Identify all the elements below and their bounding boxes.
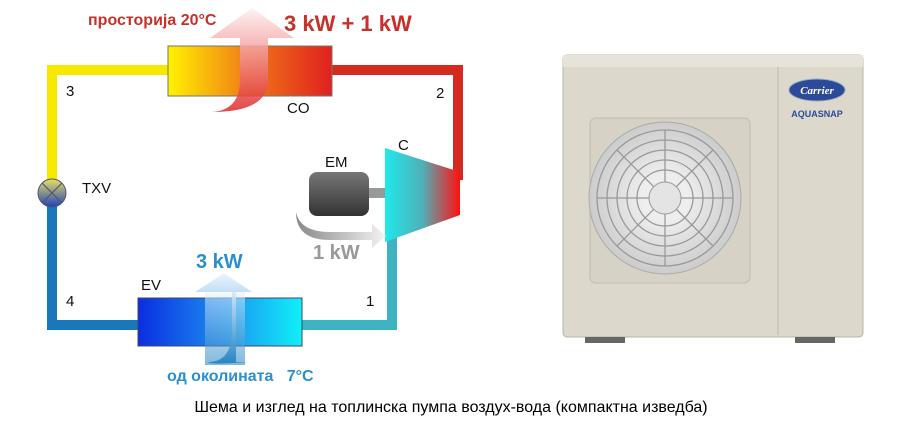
work-input-arrow — [296, 212, 386, 248]
label-point-4: 4 — [66, 293, 74, 310]
refrigerant-pipes — [47, 65, 463, 330]
brand-logo-text: Carrier — [800, 85, 834, 97]
product-logo-text: AQUASNAP — [791, 109, 843, 119]
label-c: C — [398, 137, 409, 154]
compressor-power: 1 kW — [313, 242, 360, 264]
electric-motor — [309, 172, 385, 216]
room-label: просторија 20°C — [88, 12, 217, 29]
label-point-3: 3 — [66, 83, 74, 100]
compressor — [385, 148, 460, 242]
evaporator-power: 3 kW — [196, 251, 243, 273]
outdoor-unit-photo: Carrier AQUASNAP — [562, 54, 864, 343]
ambient-label: од околината 7°C — [167, 368, 314, 385]
label-co: CO — [287, 100, 310, 117]
label-point-2: 2 — [436, 85, 444, 102]
heat-in-arrow — [195, 273, 252, 364]
condenser-power: 3 kW + 1 kW — [284, 11, 412, 36]
label-em: EM — [325, 154, 348, 171]
label-ev: EV — [141, 277, 161, 294]
expansion-valve — [37, 178, 67, 208]
figure-caption: Шема и изглед на топлинска пумпа воздух-… — [194, 399, 708, 416]
label-txv: TXV — [82, 180, 111, 197]
label-point-1: 1 — [366, 293, 374, 310]
carrier-logo — [788, 78, 846, 102]
heat-out-arrow — [210, 8, 294, 112]
